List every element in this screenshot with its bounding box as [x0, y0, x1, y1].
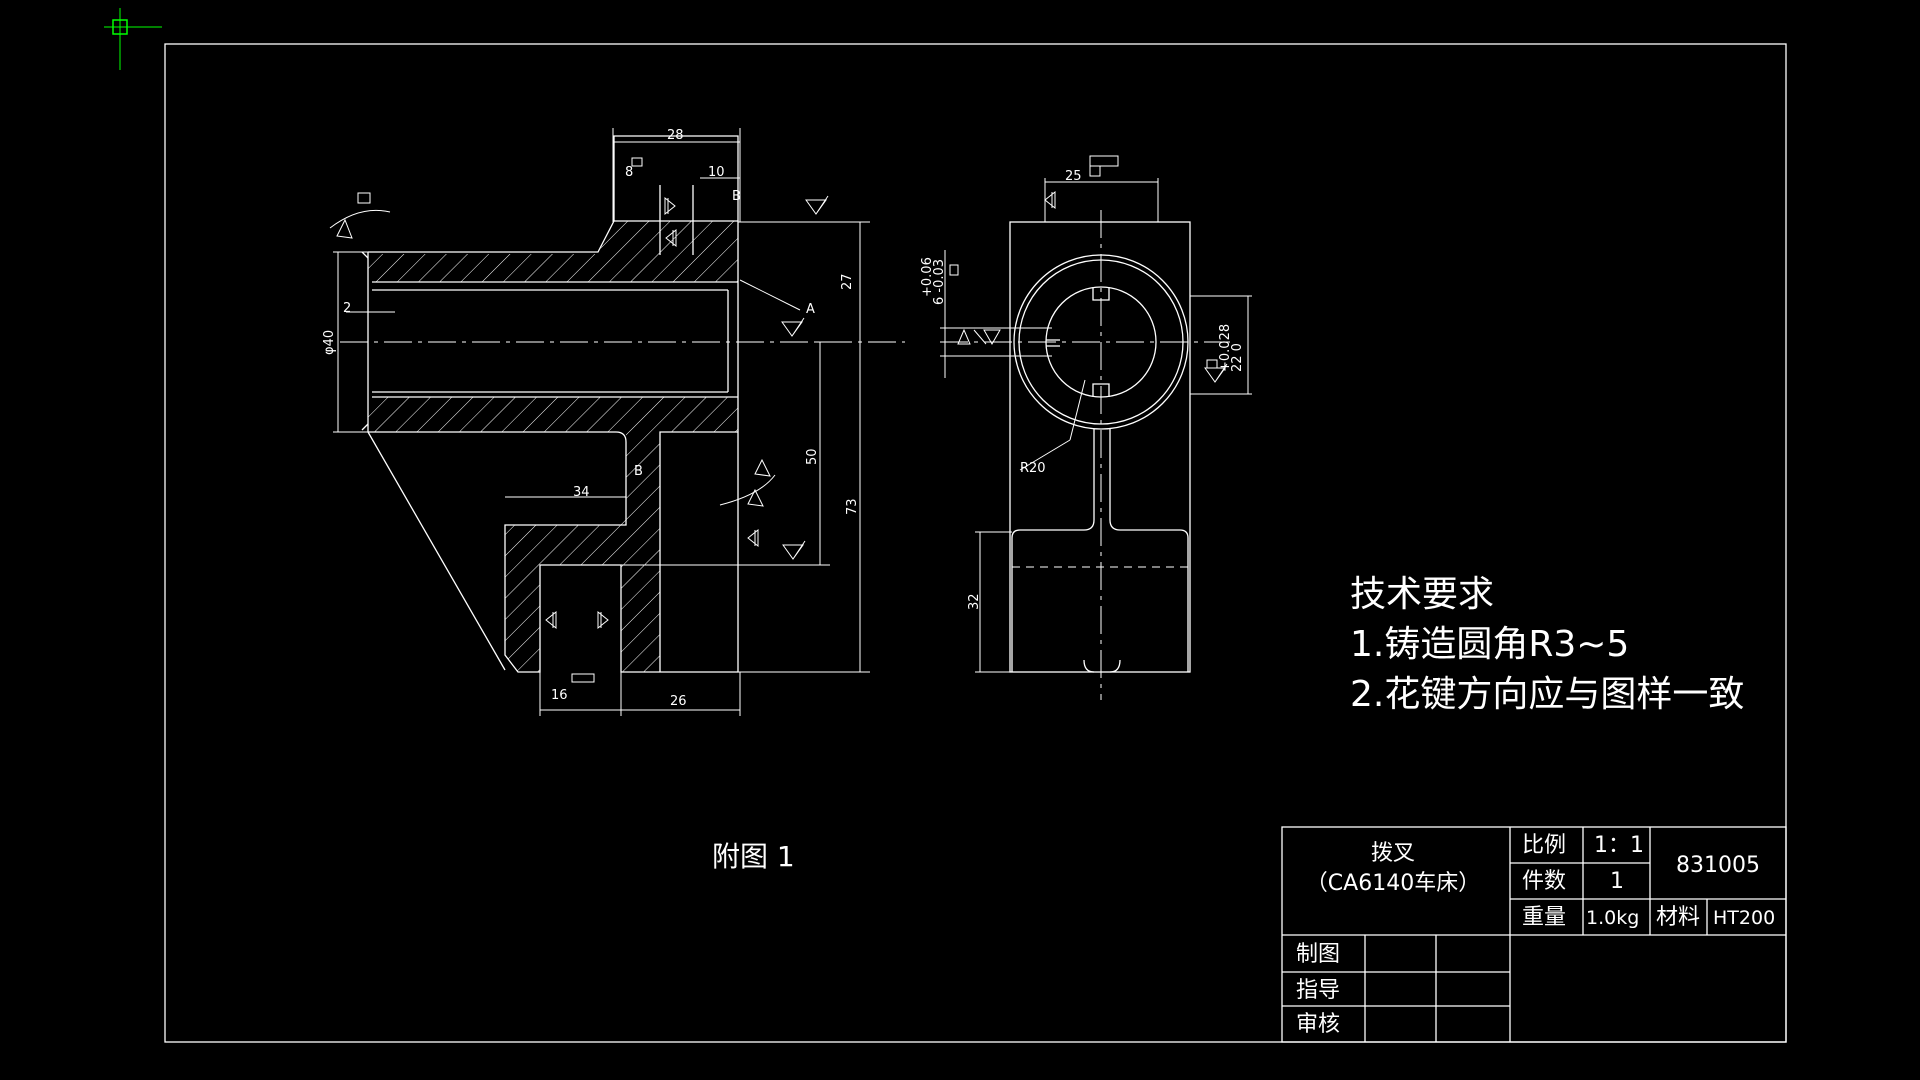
dim-28: 28 [667, 128, 684, 143]
quantity-value: 1 [1610, 869, 1624, 894]
weight-label: 重量 [1522, 905, 1566, 930]
quantity-label: 件数 [1522, 869, 1566, 894]
part-name: 拨叉 [1371, 841, 1415, 866]
dim-b-top: B [732, 189, 741, 204]
dim-16: 16 [551, 688, 568, 703]
scale-value: 1：1 [1594, 833, 1644, 858]
tech-title: 技术要求 [1350, 574, 1494, 615]
dim-50: 50 [805, 448, 820, 465]
side-view: 25 +0.06 6 -0.03 +0.028 22 0 R20 32 [920, 155, 1252, 700]
dim-b-rib: B [634, 464, 643, 479]
material-value: HT200 [1713, 907, 1775, 929]
dim-73: 73 [845, 498, 860, 515]
drawn-by-label: 制图 [1296, 942, 1340, 967]
crosshair-cursor-icon [104, 8, 162, 70]
dim-27: 27 [840, 273, 855, 290]
tech-item-2: 2.花键方向应与图样一致 [1350, 674, 1744, 715]
svg-text:6 -0.03: 6 -0.03 [932, 259, 947, 305]
dim-10: 10 [708, 165, 725, 180]
weight-value: 1.0kg [1586, 907, 1639, 929]
dim-8: 8 [625, 165, 633, 180]
dim-22-tolerance: +0.028 [1218, 324, 1233, 372]
material-label: 材料 [1656, 905, 1700, 930]
title-block: 拨叉 （CA6140车床） 比例 1：1 件数 1 831005 重量 1.0k… [1281, 826, 1787, 1043]
tech-item-1: 1.铸造圆角R3~5 [1350, 624, 1629, 665]
section-view: 28 10 8 B A 27 2 φ40 34 50 73 B 16 26 [322, 128, 905, 716]
dim-r20: R20 [1020, 461, 1046, 476]
figure-caption: 附图 1 [712, 840, 795, 873]
guide-label: 指导 [1296, 978, 1340, 1003]
dim-6-tolerance: +0.06 [920, 257, 935, 297]
dim-34: 34 [573, 485, 590, 500]
technical-requirements: 技术要求 1.铸造圆角R3~5 2.花键方向应与图样一致 [1350, 574, 1744, 715]
dim-40: φ40 [322, 330, 337, 355]
dim-a: A [806, 302, 815, 317]
machine-name: （CA6140车床） [1306, 871, 1480, 896]
review-label: 审核 [1296, 1012, 1340, 1037]
scale-label: 比例 [1522, 833, 1566, 858]
dim-32: 32 [967, 593, 982, 610]
drawing-frame [164, 43, 1787, 1043]
dim-25: 25 [1065, 169, 1082, 184]
dim-2: 2 [343, 301, 351, 316]
dim-26: 26 [670, 694, 687, 709]
drawing-number: 831005 [1676, 853, 1760, 878]
svg-text:22 0: 22 0 [1230, 343, 1245, 372]
